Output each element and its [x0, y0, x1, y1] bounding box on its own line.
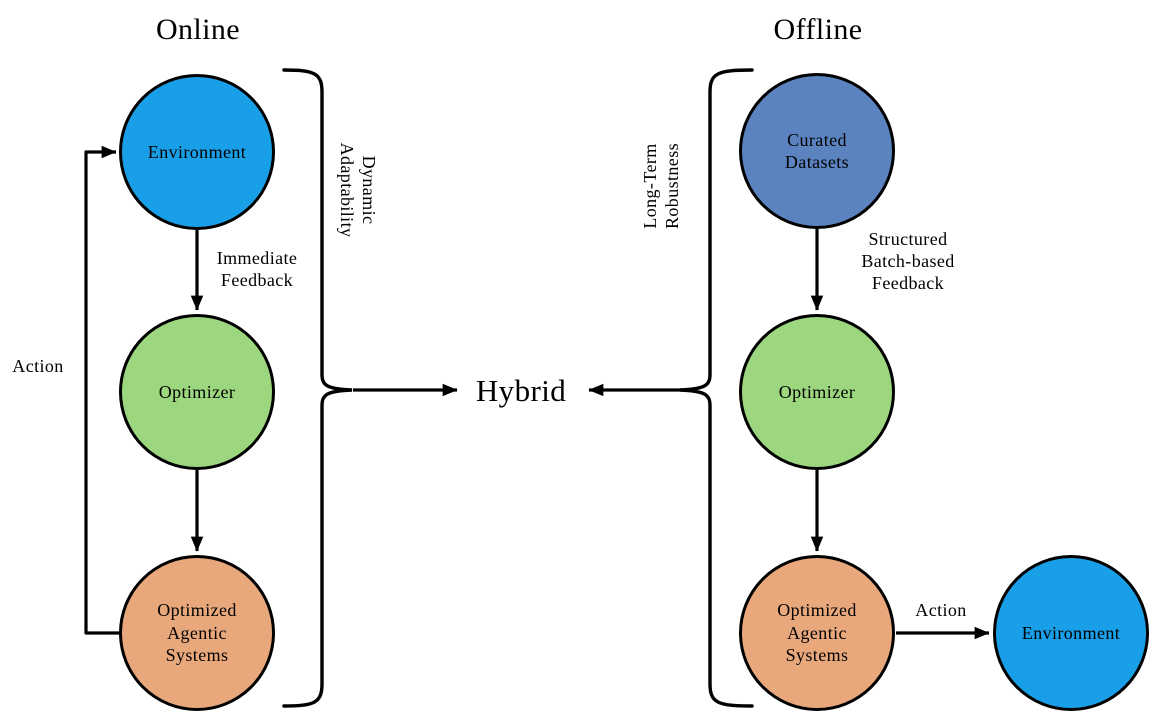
action-label-online: Action [12, 356, 64, 377]
offline-title: Offline [773, 13, 863, 46]
dynamic-adaptability-label: Dynamic Adaptability [337, 142, 379, 238]
online-title: Online [155, 13, 241, 46]
brace-online [282, 68, 353, 708]
node-optimizer-online: Optimizer [119, 314, 275, 470]
action-label-offline: Action [915, 600, 967, 621]
node-curated-datasets-offline: Curated Datasets [739, 73, 895, 229]
node-environment-online: Environment [119, 74, 275, 230]
node-optimized-systems-online: Optimized Agentic Systems [119, 555, 275, 711]
hybrid-label: Hybrid [475, 373, 567, 408]
structured-feedback-label: Structured Batch-based Feedback [861, 229, 955, 293]
long-term-robustness-label: Long-Term Robustness [640, 142, 682, 230]
node-optimizer-offline: Optimizer [739, 314, 895, 470]
feedback-loop-action-online [84, 145, 122, 635]
node-optimized-systems-offline: Optimized Agentic Systems [739, 555, 895, 711]
immediate-feedback-label: Immediate Feedback [216, 248, 298, 290]
node-environment-offline: Environment [993, 555, 1149, 711]
